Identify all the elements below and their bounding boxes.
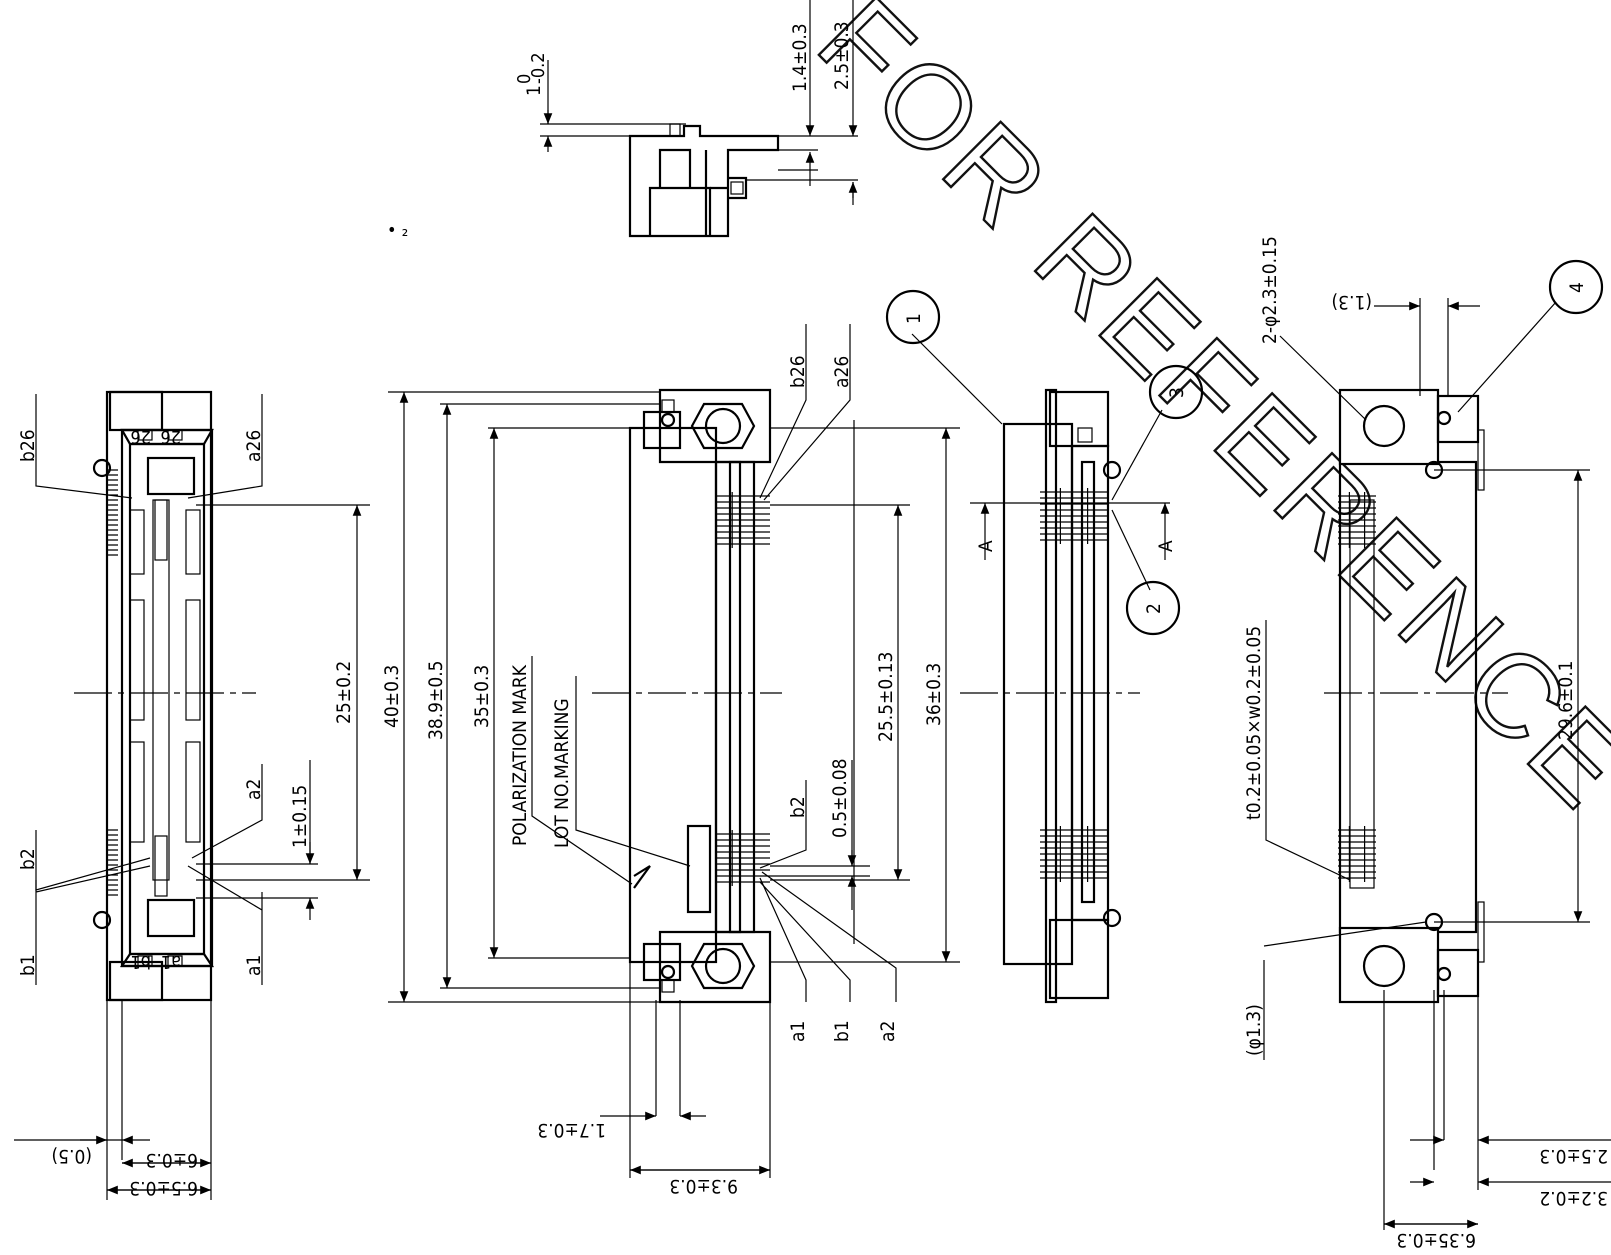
balloon-1 [885,289,941,345]
dim-1: 1±0.15 [289,785,311,848]
left-view: 26 26 b1 a1 25±0.2 1±0.15 [14,390,370,1200]
dim-0-5: (0.5) [51,1145,92,1167]
label-b1: b1 [17,954,39,976]
fv-label-a26: a26 [831,356,853,388]
dim-35: 35±0.3 [471,665,493,728]
dim-38-9: 38.9±0.5 [425,660,447,740]
dim-2-phi: 2-φ2.3±0.15 [1259,236,1281,344]
top-view: 1 0 -0.2 1.4±0.3 2.5±0.3 • ₂ [387,0,858,241]
svg-text:• ₂: • ₂ [387,220,408,241]
front-view: 40±0.3 38.9±0.5 35±0.3 25.5±0.13 0.5±0.0… [381,324,960,1197]
fv-label-b1: b1 [831,1020,853,1042]
dim-6: 6±0.3 [146,1149,198,1171]
dim-6-5: 6.5±0.3 [129,1177,198,1199]
dim-36: 36±0.3 [923,663,945,726]
dim-0-5: 0.5±0.08 [829,758,851,838]
section-a-left: A [975,540,997,552]
fv-label-b26: b26 [787,355,809,388]
fv-label-a2: a2 [877,1021,899,1042]
section-a-right: A [1155,540,1177,552]
dim-tolerance: 1 0 -0.2 [514,52,549,96]
dim-1-4: 1.4±0.3 [789,23,811,92]
balloon-2 [1125,580,1181,636]
svg-text:3: 3 [1166,387,1188,398]
svg-text:a1: a1 [161,951,181,972]
section-view: A A 1 3 2 [885,289,1204,1004]
dim-40: 40±0.3 [381,665,403,728]
label-a2: a2 [243,779,265,800]
dim-6-35: 6.35±0.3 [1396,1229,1476,1251]
svg-text:26: 26 [130,426,151,447]
dim-25: 25±0.2 [333,661,355,724]
watermark: FOR REFERENCE [794,0,1611,835]
label-a1: a1 [243,955,265,976]
svg-text:4: 4 [1566,282,1588,293]
label-b2: b2 [17,848,39,870]
svg-text:26: 26 [160,426,181,447]
bottom-view: 29.6±0.1 (1.3) 2-φ2.3±0.15 4 t0.2±0.05×w… [1243,236,1611,1251]
label-b26: b26 [17,429,39,462]
dim-2-5: 2.5±0.3 [831,21,853,90]
balloon-4 [1548,259,1604,315]
dim-9-3: 9.3±0.3 [669,1175,738,1197]
label-a26: a26 [243,430,265,462]
svg-text:1: 1 [523,85,545,96]
dim-29-6: 29.6±0.1 [1555,660,1577,740]
lot-no-marking-label: LOT NO.MARKING [551,698,573,848]
dim-phi-1-3: (φ1.3) [1243,1004,1265,1056]
polarization-mark-label: POLARIZATION MARK [509,664,531,846]
dim-1-3: (1.3) [1331,291,1372,313]
dim-3-2: 3.2±0.2 [1539,1187,1608,1209]
dim-2-5b: 2.5±0.3 [1539,1145,1608,1167]
dim-t0-2: t0.2±0.05×w0.2±0.05 [1243,626,1265,820]
dim-25-5: 25.5±0.13 [875,652,897,742]
fv-label-b2: b2 [787,796,809,818]
svg-text:b1: b1 [130,951,151,972]
dim-1-7: 1.7±0.3 [537,1119,606,1141]
svg-text:2: 2 [1143,603,1165,614]
balloon-3 [1148,364,1204,420]
svg-text:1: 1 [903,313,925,324]
svg-text:0: 0 [514,74,535,84]
svg-text:-0.2: -0.2 [528,52,549,84]
fv-label-a1: a1 [787,1021,809,1042]
